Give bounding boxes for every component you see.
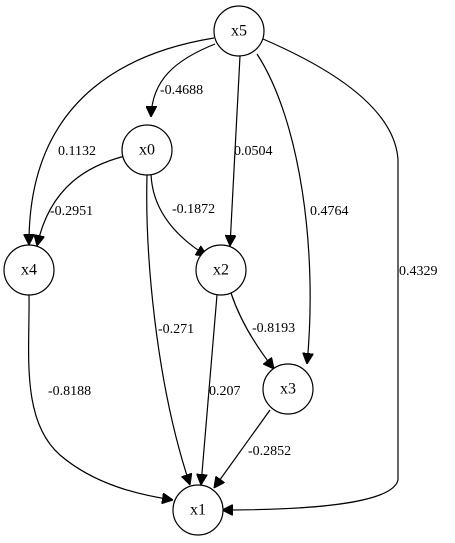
edge-label-x3-x1: -0.2852 xyxy=(248,444,291,459)
edge-x5-x3 xyxy=(256,53,310,364)
edge-label-x5-x0: -0.4688 xyxy=(160,83,203,98)
edge-x5-x0 xyxy=(151,43,216,117)
edge-label-x4-x1: -0.8188 xyxy=(48,384,91,399)
node-label-x4: x4 xyxy=(21,262,37,279)
edge-x5-x2 xyxy=(230,55,241,246)
edge-label-x2-x3: -0.8193 xyxy=(252,321,295,336)
node-x2: x2 xyxy=(195,244,247,296)
edge-label-x5-x4: 0.1132 xyxy=(58,144,96,159)
edge-label-x5-x2: 0.0504 xyxy=(234,144,273,159)
edge-label-x5-x1: 0.4329 xyxy=(399,264,438,279)
edge-label-x0-x1: -0.271 xyxy=(158,322,194,337)
edge-x0-x2 xyxy=(150,173,207,256)
node-x4: x4 xyxy=(3,244,55,296)
edge-label-x0-x2: -0.1872 xyxy=(172,202,215,217)
node-x3: x3 xyxy=(262,363,314,415)
edge-x5-x4 xyxy=(29,37,215,245)
edge-x0-x4 xyxy=(37,155,126,246)
nodes: x5 x0 x4 x2 x3 x1 xyxy=(3,5,314,536)
node-x0: x0 xyxy=(121,124,173,176)
node-label-x2: x2 xyxy=(213,262,229,279)
node-x1: x1 xyxy=(172,484,224,536)
edge-x3-x1 xyxy=(214,409,271,488)
edge-x5-x1 xyxy=(222,38,399,510)
edge-label-x2-x1: 0.207 xyxy=(209,384,241,399)
edge-label-x5-x3: 0.4764 xyxy=(310,204,349,219)
edge-x4-x1 xyxy=(27,294,173,500)
edges xyxy=(27,37,399,510)
node-label-x0: x0 xyxy=(139,142,155,159)
edge-x0-x1 xyxy=(146,174,190,485)
node-label-x5: x5 xyxy=(231,23,247,40)
node-x5: x5 xyxy=(213,5,265,57)
edge-label-x0-x4: -0.2951 xyxy=(50,204,93,219)
edge-x2-x3 xyxy=(230,292,274,369)
node-label-x3: x3 xyxy=(280,381,296,398)
edge-x2-x1 xyxy=(201,294,218,485)
edge-labels: -0.4688 0.1132 0.0504 0.4764 0.4329 -0.2… xyxy=(48,83,438,459)
node-label-x1: x1 xyxy=(190,502,206,519)
